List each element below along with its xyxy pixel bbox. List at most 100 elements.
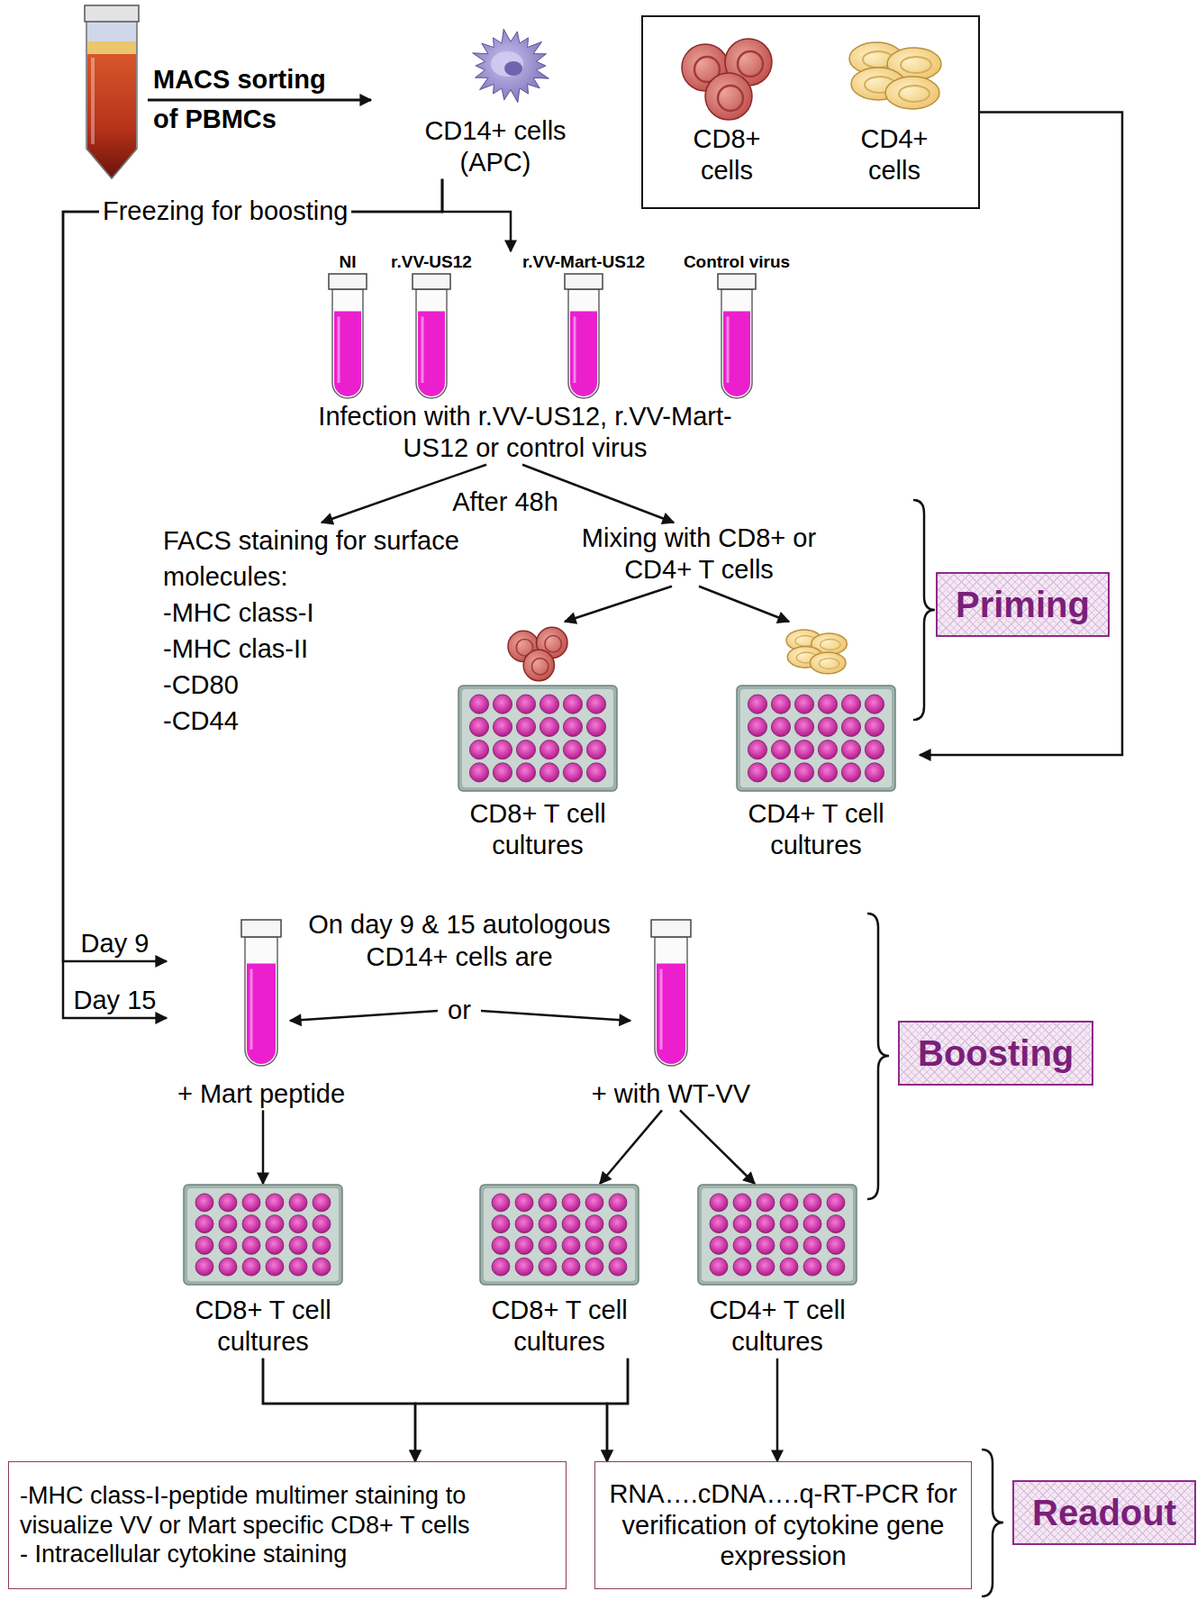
plate-well [289,1193,308,1212]
plate-well [841,694,861,714]
culture-icon [712,621,920,793]
plate-lid [483,1187,635,1281]
plate-well [516,762,536,782]
plate-well [803,1257,822,1276]
cell-column: CD4+ cells [810,24,979,188]
tube-cap [564,273,603,290]
list-text: -CD44 [163,702,470,739]
yellow-cell [809,652,846,674]
tube-cap [84,5,139,22]
plate-well [515,1215,534,1234]
tube-icon [271,272,425,400]
plate-well [289,1215,308,1234]
connector-arrow [415,1358,628,1461]
annotation-label: On day 9 & 15 autologous CD14+ cells are [283,907,635,973]
culture-icon [434,621,642,793]
culture-label: CD8+ T cell cultures [455,1294,663,1359]
plate-well [826,1193,845,1212]
plate-well [733,1257,752,1276]
plate-well [826,1257,845,1276]
plate-well [608,1193,627,1212]
plate-frame [480,1184,639,1285]
tube-medium [723,310,751,397]
connector-arrow [776,1358,780,1461]
plate-well [779,1193,798,1212]
plate-well [608,1257,627,1276]
readout-box: -MHC class-I-peptide multimer staining t… [8,1460,567,1589]
plate-frame [736,685,896,791]
plate-well [539,762,559,782]
tube-medium [246,963,276,1064]
plate-well [803,1215,822,1234]
yellow-cell [885,76,940,109]
plate-well [770,694,790,714]
tube-label: Control virus [660,251,814,273]
plate-well [608,1235,627,1254]
sample-tube: NI [271,251,425,400]
plate-lid [701,1187,853,1281]
culture-plate: CD8+ T cell cultures [455,1183,663,1359]
tube-medium [656,963,686,1064]
plate-well [803,1235,822,1254]
tube-icon [354,272,508,400]
plate-well [469,762,489,782]
boost-tube: + with WT-VV [576,918,766,1110]
plate-well [817,716,837,736]
plate-well [841,762,861,782]
cell-column: CD8+ cells [643,24,811,188]
plate-well [195,1193,214,1212]
culture-label: CD4+ T cell cultures [712,798,920,862]
staining-list: FACS staining for surface molecules:-MHC… [163,522,470,739]
curly-brace [913,499,935,720]
blood-tube [84,5,139,179]
plate-well [562,1257,581,1276]
tube-cap [412,273,451,290]
plate-well [492,716,512,736]
tube-buffy-coat [87,41,137,55]
yellow-cell-center [898,85,930,102]
culture-label: CD8+ T cell cultures [434,798,642,862]
plate-well [864,716,884,736]
red-cell [705,72,753,120]
tube-cap [651,919,691,937]
tube-highlight [90,57,95,145]
plate-well [516,716,536,736]
stage-badge: Boosting [897,1020,1094,1086]
red-cell-center [717,85,744,111]
yellow-cell-center [820,638,841,650]
plate-frame [698,1184,857,1285]
connector-arrow [599,1109,662,1184]
tube-icon [166,918,356,1068]
plate-well [562,740,582,760]
plate-well [562,694,582,714]
plate-well [770,740,790,760]
choice-arrow [480,1010,631,1021]
stage-badge: Readout [1012,1479,1197,1545]
plate-well [539,740,559,760]
readout-box: RNA….cDNA….q-RT-PCR for verification of … [594,1460,972,1589]
plate-well [218,1193,237,1212]
plate-well [265,1215,284,1234]
connector-arrow [262,1358,608,1461]
plate-well [794,694,814,714]
plate-well [469,740,489,760]
cell-label: CD8+ cells [668,123,786,188]
choice-arrow [290,1010,438,1021]
plate-well [242,1215,261,1234]
plate-well [538,1235,557,1254]
plate-well [492,740,512,760]
plate-well [803,1193,822,1212]
yellow-cell-center [818,658,839,670]
plate-well [515,1257,534,1276]
plate-well [794,740,814,760]
plate-well [516,694,536,714]
tube-glass [416,289,447,399]
plate-well [770,716,790,736]
plate-well [515,1235,534,1254]
plate-well [864,694,884,714]
plate-well [608,1215,627,1234]
tube-medium [417,310,445,397]
